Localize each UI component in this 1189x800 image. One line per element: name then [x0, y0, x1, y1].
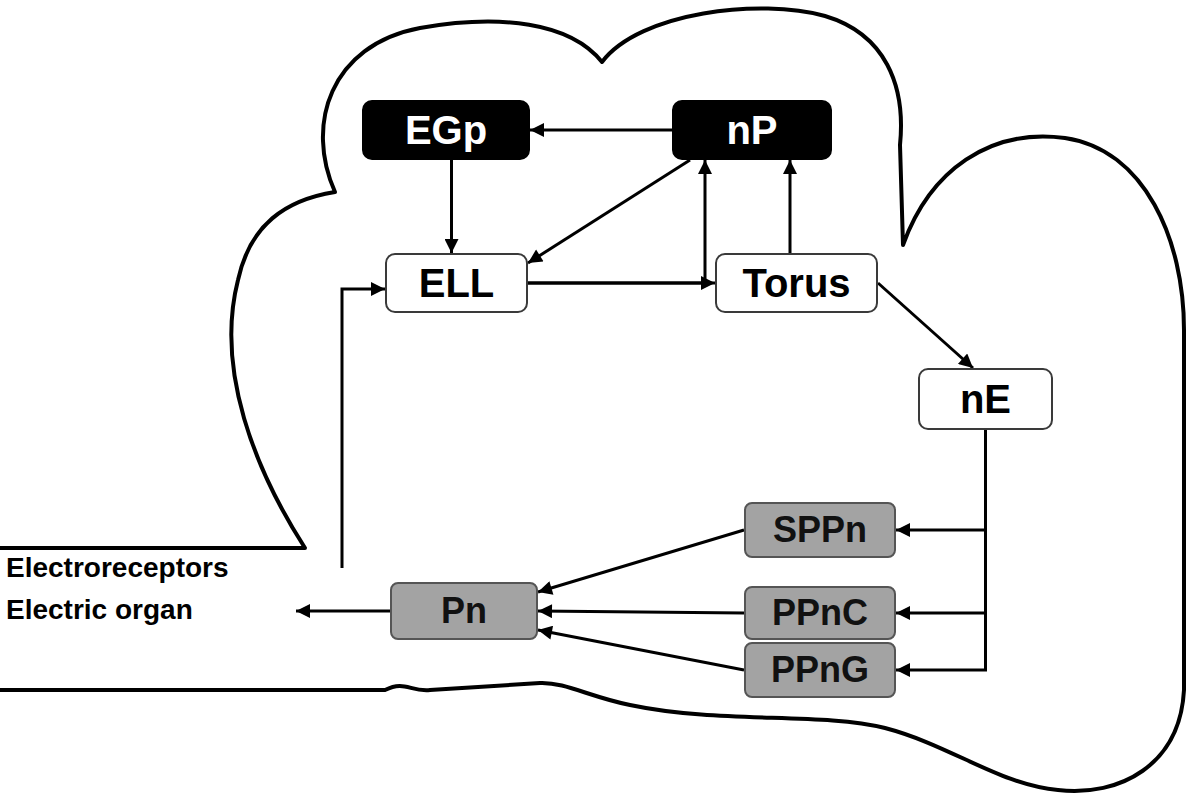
- nucleus-name: ELL: [419, 263, 495, 303]
- nucleus-name: PPnC: [772, 595, 868, 631]
- nucleus-box-grey: SPPn: [744, 502, 896, 558]
- nucleus-box-white: ELL: [385, 253, 528, 313]
- projection-arrow: [789, 160, 792, 253]
- nucleus-name: PPnG: [771, 652, 869, 688]
- projection-arrow: [878, 283, 973, 368]
- nucleus-box-grey: PPnC: [744, 586, 896, 640]
- projection-arrow: [538, 530, 744, 592]
- nucleus-name: Torus: [742, 263, 850, 303]
- nucleus-box-white: nE: [918, 368, 1053, 430]
- projection-arrow: [538, 630, 744, 670]
- afferent-arrow: [342, 289, 385, 568]
- projection-arrow: [528, 160, 690, 263]
- nucleus-box-black: EGp: [362, 100, 530, 160]
- projection-arrow: [530, 129, 672, 132]
- nucleus-name: nE: [960, 379, 1011, 419]
- nucleus-name: SPPn: [773, 512, 867, 548]
- projection-arrow: [450, 160, 453, 253]
- projection-arrow: [896, 430, 986, 613]
- projection-arrow: [896, 430, 986, 530]
- nucleus-name: Pn: [441, 593, 487, 629]
- nucleus-box-grey: PPnG: [744, 642, 896, 698]
- nucleus-box-grey: Pn: [390, 582, 538, 640]
- organ-label: Electroreceptors: [6, 552, 229, 584]
- nucleus-name: nP: [726, 110, 777, 150]
- efferent-arrow: [296, 610, 390, 613]
- nucleus-box-black: nP: [672, 100, 832, 160]
- projection-arrow: [528, 160, 705, 283]
- projection-arrow: [538, 611, 744, 613]
- nucleus-name: EGp: [405, 110, 487, 150]
- brain-outline: [0, 8, 1184, 790]
- nucleus-box-white: Torus: [715, 253, 878, 313]
- projection-arrow: [896, 430, 986, 670]
- organ-label: Electric organ: [6, 594, 193, 626]
